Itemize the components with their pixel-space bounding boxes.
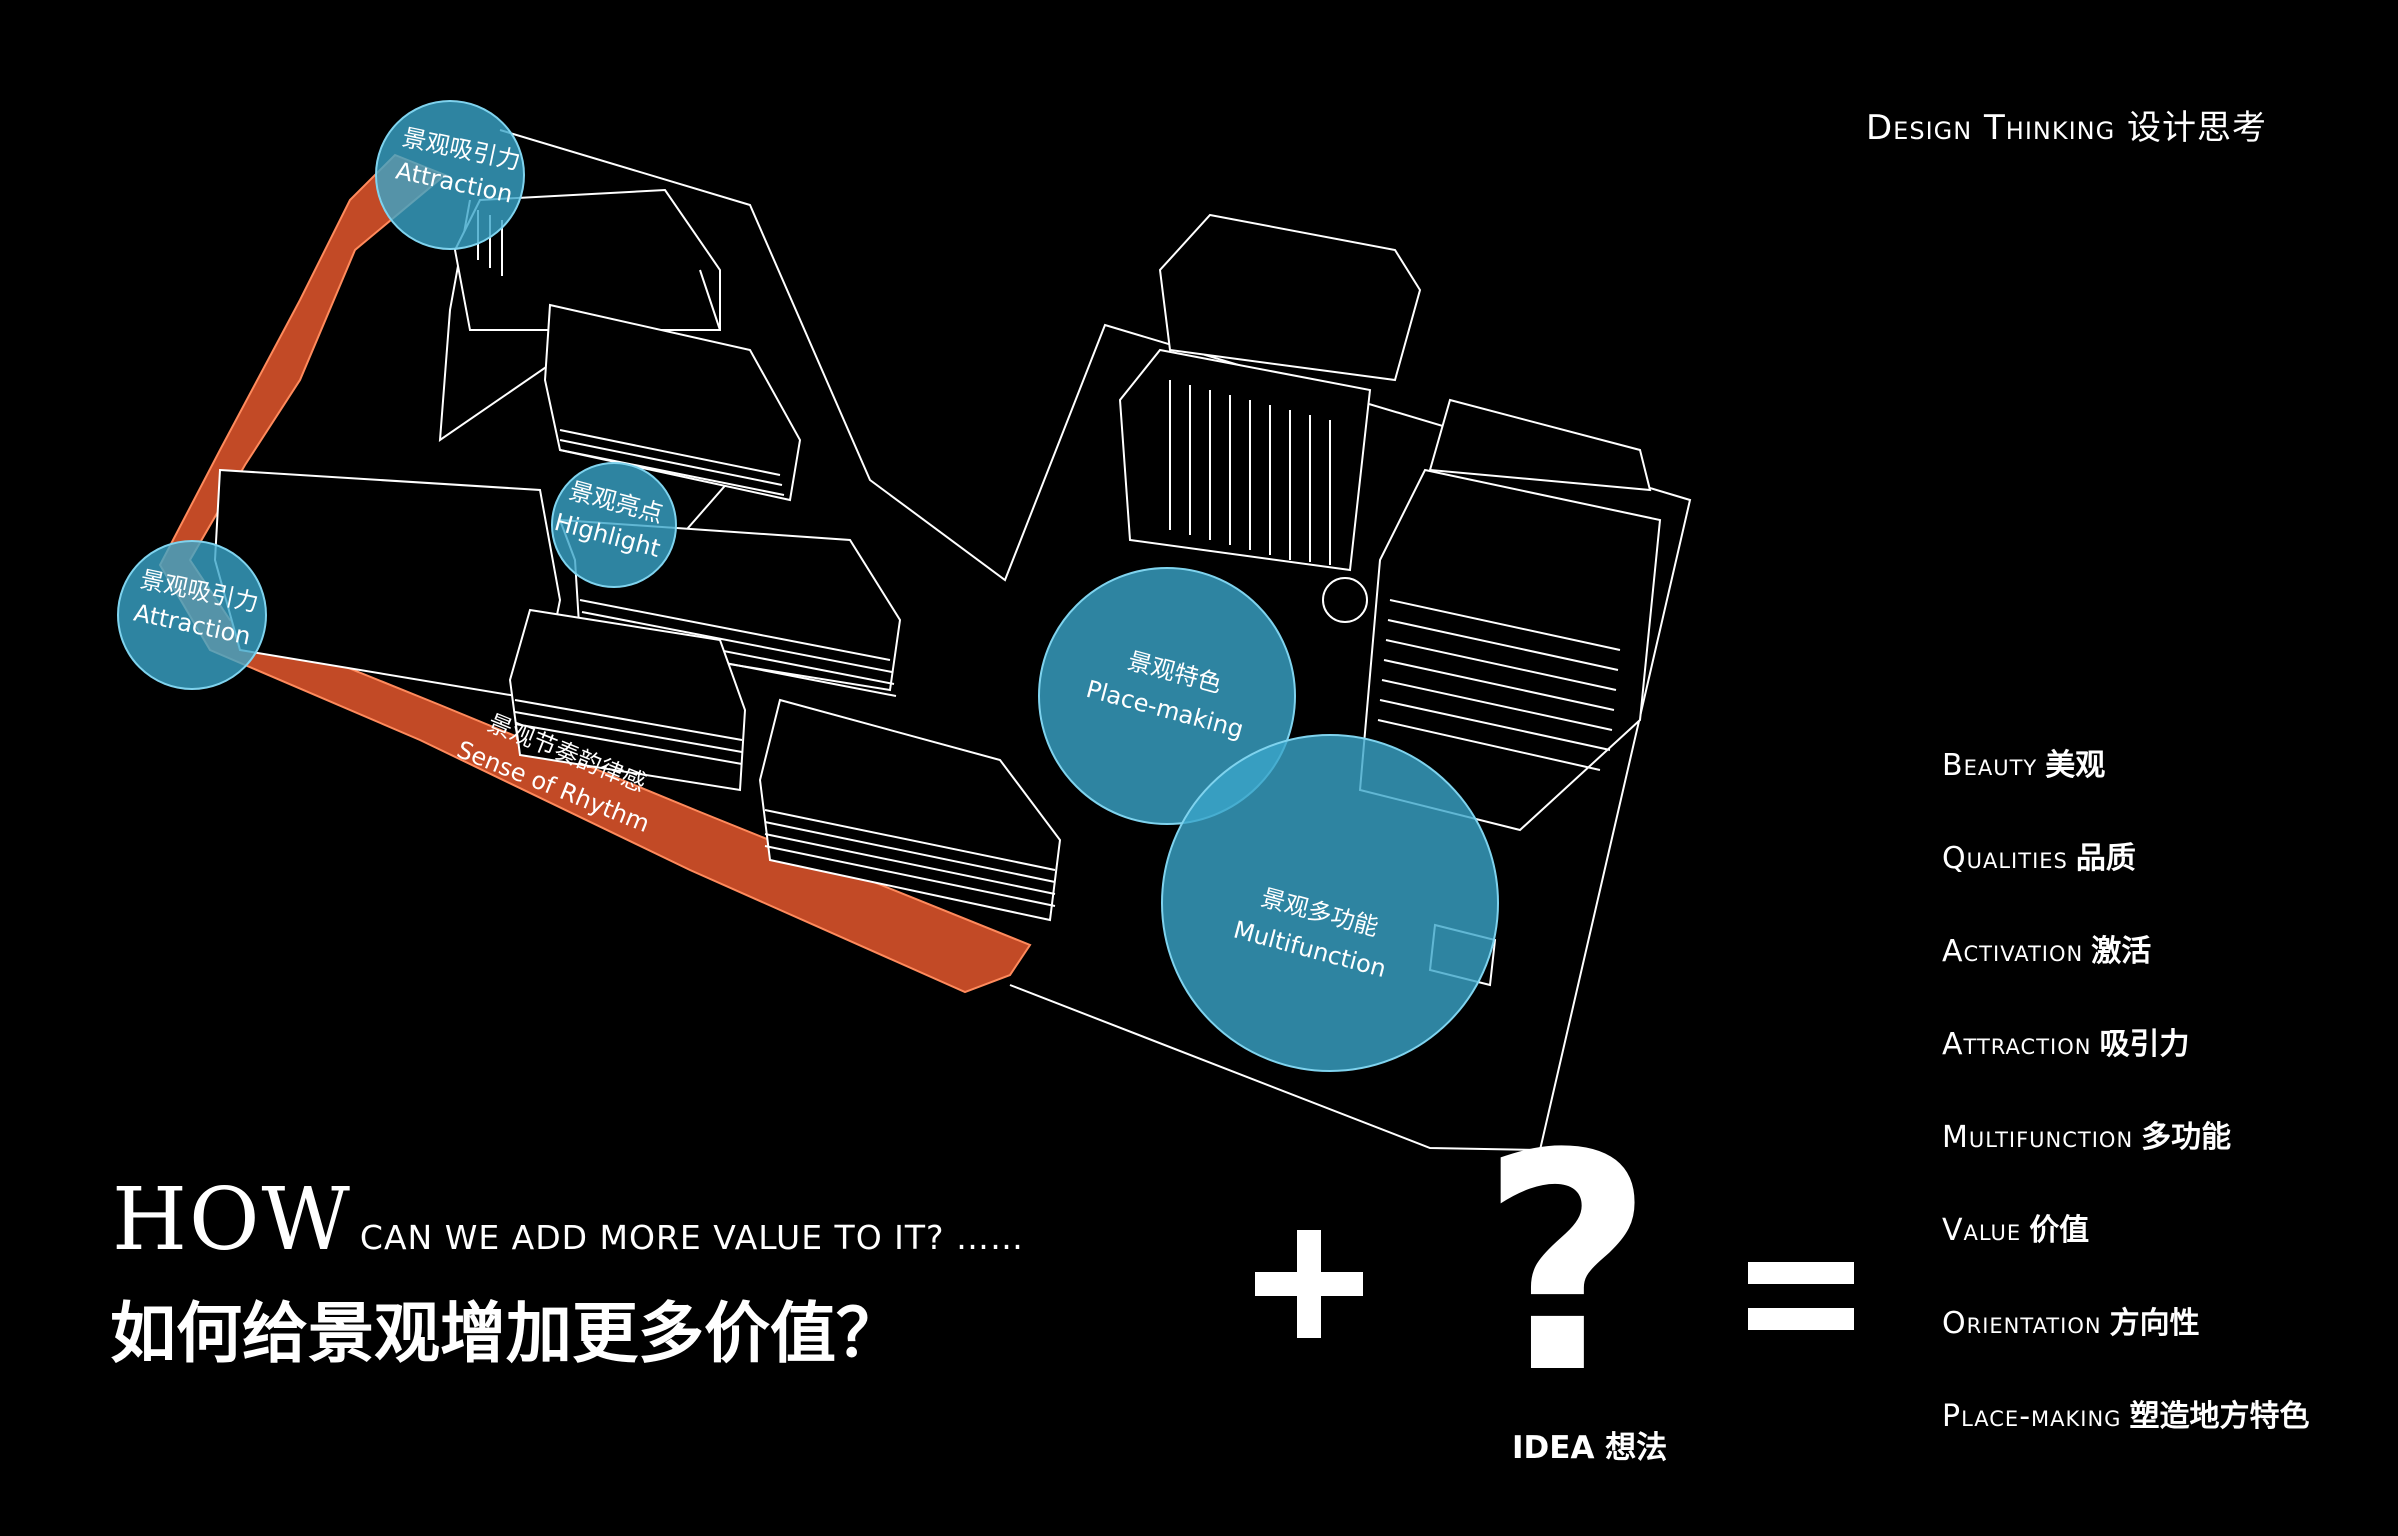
- highlight-circles: [117, 100, 1499, 1072]
- rhythm-band: [158, 153, 1032, 994]
- page-title: Design Thinking 设计思考: [1866, 108, 2268, 148]
- building-group-right: [1118, 213, 1662, 987]
- idea-label: IDEA 想法: [1512, 1430, 1668, 1466]
- multifunction-circle: [1161, 734, 1499, 1072]
- site-boundary: [438, 129, 1692, 1152]
- plus-sign: [1255, 1230, 1363, 1338]
- question-mark-icon: ?: [1480, 1090, 1655, 1439]
- highlight-circle: [551, 462, 677, 588]
- building-group-left: [213, 188, 1062, 922]
- attraction-circle-left: [117, 540, 267, 690]
- placemaking-circle: [1038, 567, 1296, 825]
- how-question-cn: 如何给景观增加更多价值？: [110, 1295, 902, 1372]
- how-rest: CAN WE ADD MORE VALUE TO IT? ……: [359, 1218, 1025, 1257]
- attraction-circle-top: [375, 100, 525, 250]
- equals-sign: [1748, 1262, 1854, 1332]
- how-word: HOW: [112, 1170, 352, 1270]
